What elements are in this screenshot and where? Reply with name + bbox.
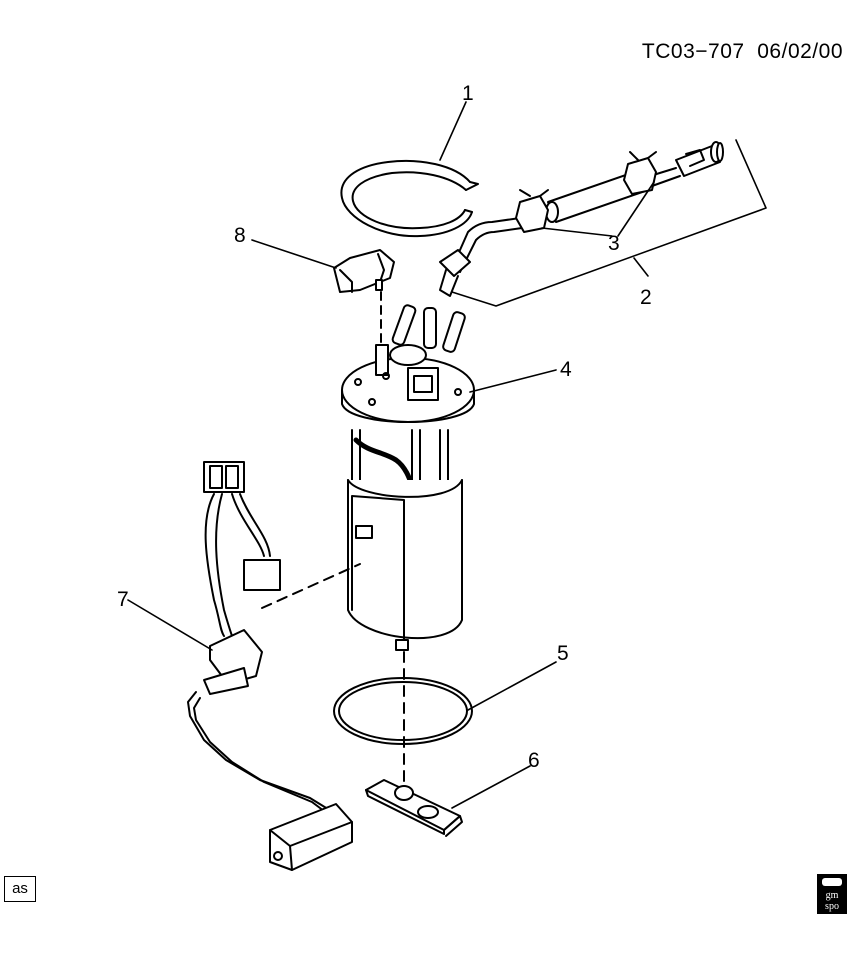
callout-2: 2	[640, 286, 652, 309]
drawing-date: 06/02/00	[757, 40, 843, 63]
callout-5: 5	[557, 642, 569, 665]
o-ring-seal	[333, 677, 473, 745]
fuel-line-assembly	[439, 141, 724, 297]
callout-8: 8	[234, 224, 246, 247]
logo-text-spo: spo	[825, 901, 839, 912]
callout-3: 3	[608, 232, 620, 255]
logo-text-gm: gm	[826, 890, 839, 901]
drawing-number: TC03−707	[641, 40, 745, 63]
retaining-ring	[340, 159, 479, 238]
as-badge: as	[4, 876, 36, 902]
callout-6: 6	[528, 749, 540, 772]
callout-labels: 1 2 3 4 5 6 7 8	[117, 82, 652, 772]
sender-guide-line	[261, 563, 361, 609]
gm-spo-logo: gm spo	[817, 874, 847, 914]
leader-lines	[127, 101, 767, 809]
fuel-pump-module	[341, 304, 475, 651]
hose-clamps	[515, 151, 657, 233]
callout-7: 7	[117, 588, 129, 611]
document-id: TC03−707 06/02/00	[642, 40, 843, 64]
callout-4: 4	[560, 358, 572, 381]
fuel-strainer	[365, 779, 463, 837]
fuel-level-sender	[187, 461, 353, 871]
fuel-pressure-sensor	[333, 249, 395, 293]
callout-1: 1	[462, 82, 474, 105]
